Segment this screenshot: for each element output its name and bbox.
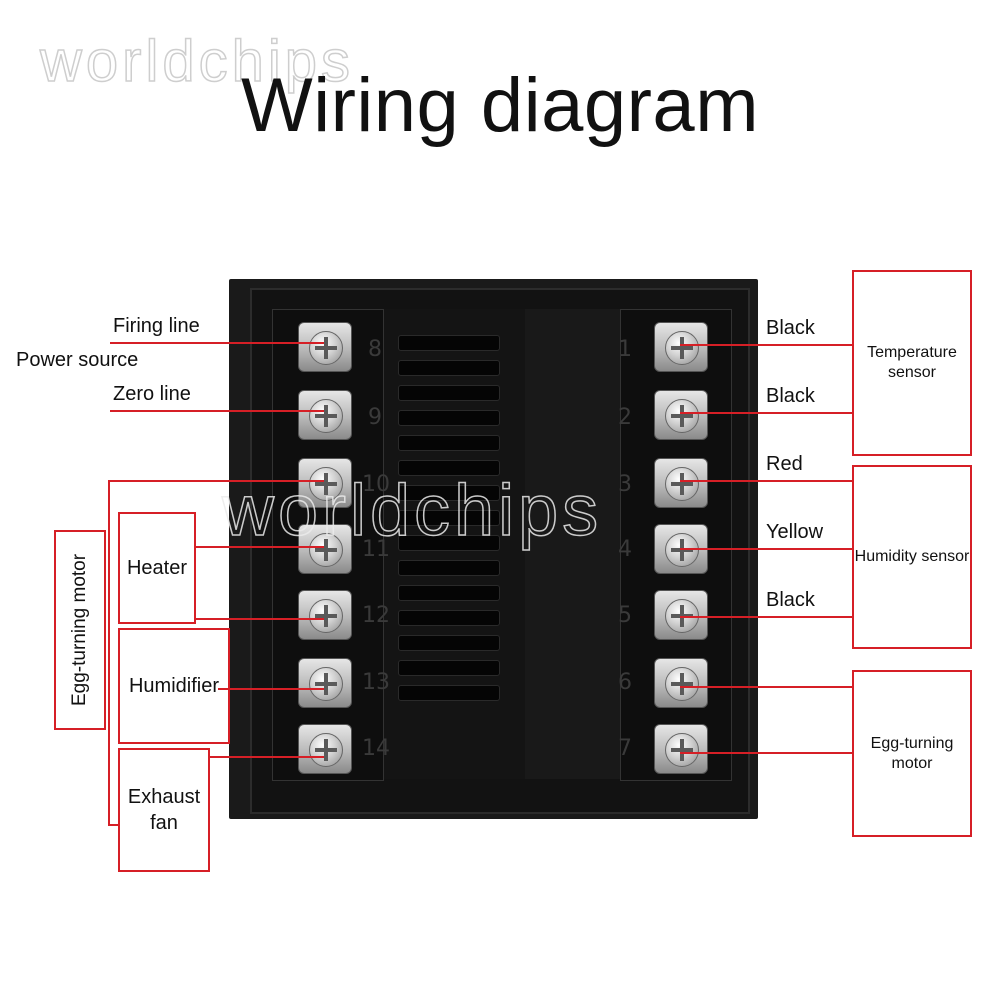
zero-line-label: Zero line: [113, 383, 191, 405]
screw-icon: [665, 399, 699, 433]
wire-color-label: Black: [766, 385, 815, 407]
terminal-number: 6: [618, 670, 632, 695]
humidity-sensor-box: Humidity sensor: [852, 465, 972, 649]
screw-icon: [309, 331, 343, 365]
vent-slot: [398, 660, 500, 676]
wire-heater-top: [196, 546, 324, 548]
egg-turning-motor-right-box: Egg-turning motor: [852, 670, 972, 837]
power-source-label: Power source: [16, 349, 139, 371]
wire-exhaust-fan: [210, 756, 324, 758]
exhaust-fan-box: Exhaust fan: [118, 748, 210, 872]
firing-line-label: Firing line: [113, 315, 200, 337]
terminal-9: [298, 390, 352, 440]
terminal-number: 1: [618, 337, 632, 362]
terminal-10: [298, 458, 352, 508]
wire-egg-motor-bracket: [108, 480, 110, 826]
wire-zero-line: [110, 410, 324, 412]
terminal-1: [654, 322, 708, 372]
terminal-number: 7: [618, 736, 632, 761]
temperature-sensor-box: Temperature sensor: [852, 270, 972, 456]
wire-color-label: Black: [766, 589, 815, 611]
screw-icon: [665, 331, 699, 365]
wire-egg-motor-bottom: [108, 824, 118, 826]
vent-slot: [398, 585, 500, 601]
terminal-6: [654, 658, 708, 708]
wire-color-label: Black: [766, 317, 815, 339]
screw-icon: [665, 533, 699, 567]
terminal-number: 10: [362, 472, 390, 497]
wire-terminal-3: [680, 480, 852, 482]
terminal-3: [654, 458, 708, 508]
wire-firing-line: [110, 342, 324, 344]
terminal-14: [298, 724, 352, 774]
vent-slot: [398, 610, 500, 626]
terminal-5: [654, 590, 708, 640]
terminal-number: 13: [362, 670, 390, 695]
wire-terminal-2: [680, 412, 852, 414]
terminal-number: 5: [618, 603, 632, 628]
vent-slot: [398, 560, 500, 576]
terminal-11: [298, 524, 352, 574]
terminal-number: 14: [362, 736, 390, 761]
vent-slot: [398, 385, 500, 401]
wire-terminal-4: [680, 548, 852, 550]
terminal-number: 4: [618, 537, 632, 562]
screw-icon: [309, 533, 343, 567]
vent-slot: [398, 510, 500, 526]
wire-color-label: Yellow: [766, 521, 824, 543]
humidifier-box: Humidifier: [118, 628, 230, 744]
wire-terminal-7: [680, 752, 852, 754]
device-center-right: [525, 309, 620, 779]
terminal-number: 8: [368, 337, 382, 362]
screw-icon: [665, 733, 699, 767]
terminal-12: [298, 590, 352, 640]
egg-turning-motor-left-box: Egg-turning motor: [54, 530, 106, 730]
terminal-number: 9: [368, 405, 382, 430]
terminal-number: 12: [362, 603, 390, 628]
wire-terminal-6: [680, 686, 852, 688]
terminal-7: [654, 724, 708, 774]
terminal-2: [654, 390, 708, 440]
screw-icon: [309, 399, 343, 433]
watermark-middle: worldchips: [221, 470, 603, 552]
screw-icon: [309, 667, 343, 701]
terminal-number: 2: [618, 405, 632, 430]
wire-egg-motor-top: [108, 480, 324, 482]
screw-icon: [309, 467, 343, 501]
wire-terminal-1: [680, 344, 852, 346]
wire-color-label: Red: [766, 453, 803, 475]
heater-box: Heater: [118, 512, 196, 624]
wire-humidifier: [218, 688, 324, 690]
screw-icon: [309, 733, 343, 767]
vent-slot: [398, 410, 500, 426]
vent-slot: [398, 435, 500, 451]
wire-heater-bottom: [196, 618, 324, 620]
wire-terminal-5: [680, 616, 852, 618]
terminal-number: 11: [362, 537, 390, 562]
vent-slot: [398, 335, 500, 351]
diagram-title: Wiring diagram: [240, 63, 760, 148]
vent-slot: [398, 360, 500, 376]
screw-icon: [309, 599, 343, 633]
screw-icon: [665, 667, 699, 701]
vent-slot: [398, 635, 500, 651]
terminal-number: 3: [618, 472, 632, 497]
vent-slot: [398, 485, 500, 501]
terminal-13: [298, 658, 352, 708]
vent-slot: [398, 460, 500, 476]
vent-slot: [398, 535, 500, 551]
screw-icon: [665, 467, 699, 501]
terminal-8: [298, 322, 352, 372]
vent-slot: [398, 685, 500, 701]
watermark-top: worldchips: [39, 28, 354, 95]
